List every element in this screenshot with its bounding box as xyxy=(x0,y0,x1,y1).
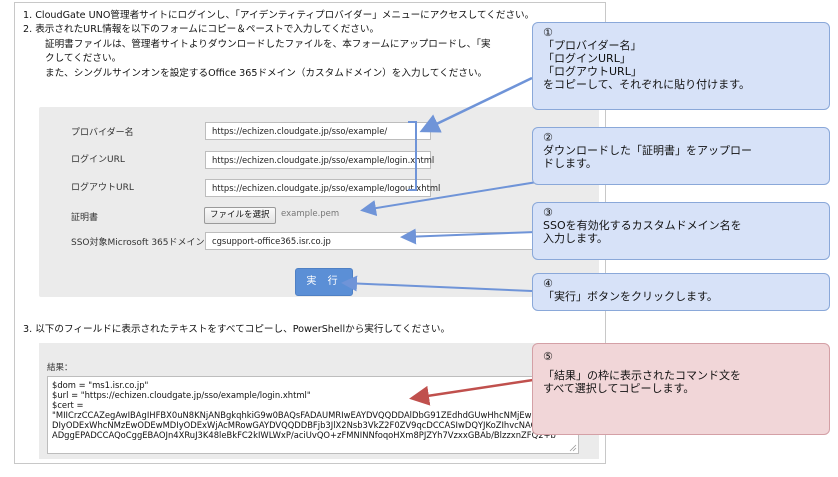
instruction-step1: 1. CloudGate UNO管理者サイトにログインし、「アイデンティティプロ… xyxy=(23,10,535,21)
provider-name-input[interactable]: https://echizen.cloudgate.jp/sso/example… xyxy=(205,122,431,140)
callout-5-number: ⑤ xyxy=(543,350,553,363)
result-line: $url = "https://echizen.cloudgate.jp/sso… xyxy=(52,390,311,400)
logout-url-input[interactable]: https://echizen.cloudgate.jp/sso/example… xyxy=(205,179,440,197)
callout-1-line: をコピーして、それぞれに貼り付けます。 xyxy=(543,78,751,91)
result-line: DIyODExWhcNMzEwODEwMDIyODExWjAcMRowGAYDV… xyxy=(52,420,538,430)
choose-file-button[interactable]: ファイルを選択 xyxy=(204,207,276,224)
callout-1: ① 「プロバイダー名」 「ログインURL」 「ログアウトURL」 をコピーして、… xyxy=(532,22,830,110)
callout-2-line: ドします。 xyxy=(543,157,597,170)
instruction-step2-certificate: 証明書ファイルは、管理者サイトよりダウンロードしたファイルを、本フォームにアップ… xyxy=(45,38,491,50)
callout-3-line: 入力します。 xyxy=(543,232,608,245)
callout-3-number: ③ xyxy=(543,206,553,219)
callout-5-line: 「結果」の枠に表示されたコマンド文を xyxy=(543,369,741,382)
callout-1-line: 「ログインURL」 xyxy=(543,52,631,65)
callout-1-number: ① xyxy=(543,26,553,39)
callout-2-number: ② xyxy=(543,131,553,144)
result-line: ADggEPADCCAQoCggEBAOJn4XRuJ3K48leBkFC2kI… xyxy=(52,430,556,440)
instruction-step3: 3. 以下のフィールドに表示されたテキストをすべてコピーし、PowerShell… xyxy=(23,324,451,335)
instruction-step2-domain: また、シングルサインオンを設定するOffice 365ドメイン（カスタムドメイン… xyxy=(45,67,488,79)
certificate-label: 証明書 xyxy=(71,213,99,223)
logout-url-label: ログアウトURL xyxy=(71,183,134,193)
callout-2-line: ダウンロードした「証明書」をアップロー xyxy=(543,144,752,157)
selected-file-name: example.pem xyxy=(281,209,340,219)
resize-grip-icon[interactable] xyxy=(569,444,577,452)
instruction-step2: 2. 表示されたURL情報を以下のフォームにコピー＆ペーストで入力してください。 xyxy=(23,24,380,36)
result-section: 結果： $dom = "ms1.isr.co.jp" $url = "https… xyxy=(39,343,599,459)
callout-3: ③ SSOを有効化するカスタムドメイン名を 入力します。 xyxy=(532,202,830,260)
provider-name-label: プロバイダー名 xyxy=(71,128,134,138)
instructions: 1. CloudGate UNO管理者サイトにログインし、「アイデンティティプロ… xyxy=(23,9,599,81)
sso-domain-input[interactable]: cgsupport-office365.isr.co.jp xyxy=(205,232,537,250)
callout-2: ② ダウンロードした「証明書」をアップロー ドします。 xyxy=(532,127,830,185)
login-url-input[interactable]: https://echizen.cloudgate.jp/sso/example… xyxy=(205,151,434,169)
result-label: 結果： xyxy=(47,363,73,373)
sso-form: プロバイダー名 https://echizen.cloudgate.jp/sso… xyxy=(39,107,599,297)
login-url-label: ログインURL xyxy=(71,155,125,165)
sso-domain-label: SSO対象Microsoft 365ドメイン xyxy=(71,238,205,248)
instruction-step2-click: クしてください。 xyxy=(45,53,122,65)
callout-1-line: 「ログアウトURL」 xyxy=(543,65,642,78)
result-line: "MIICrzCCAZegAwIBAgIHFBX0uN8KNjANBgkqhki… xyxy=(52,410,532,420)
setup-page: 1. CloudGate UNO管理者サイトにログインし、「アイデンティティプロ… xyxy=(14,2,606,464)
callout-5: ⑤ 「結果」の枠に表示されたコマンド文を すべて選択してコピーします。 xyxy=(532,343,830,435)
callout-5-line: すべて選択してコピーします。 xyxy=(543,382,695,395)
result-textarea[interactable]: $dom = "ms1.isr.co.jp" $url = "https://e… xyxy=(47,376,579,454)
callout-4: ④ 「実行」ボタンをクリックします。 xyxy=(532,273,830,311)
callout-3-line: SSOを有効化するカスタムドメイン名を xyxy=(543,219,742,232)
callout-4-line: 「実行」ボタンをクリックします。 xyxy=(543,290,718,303)
result-line: $cert = xyxy=(52,400,84,410)
callout-1-line: 「プロバイダー名」 xyxy=(543,39,642,52)
execute-button[interactable]: 実 行 xyxy=(295,268,353,296)
callout-4-number: ④ xyxy=(543,277,553,290)
result-line: $dom = "ms1.isr.co.jp" xyxy=(52,380,149,390)
